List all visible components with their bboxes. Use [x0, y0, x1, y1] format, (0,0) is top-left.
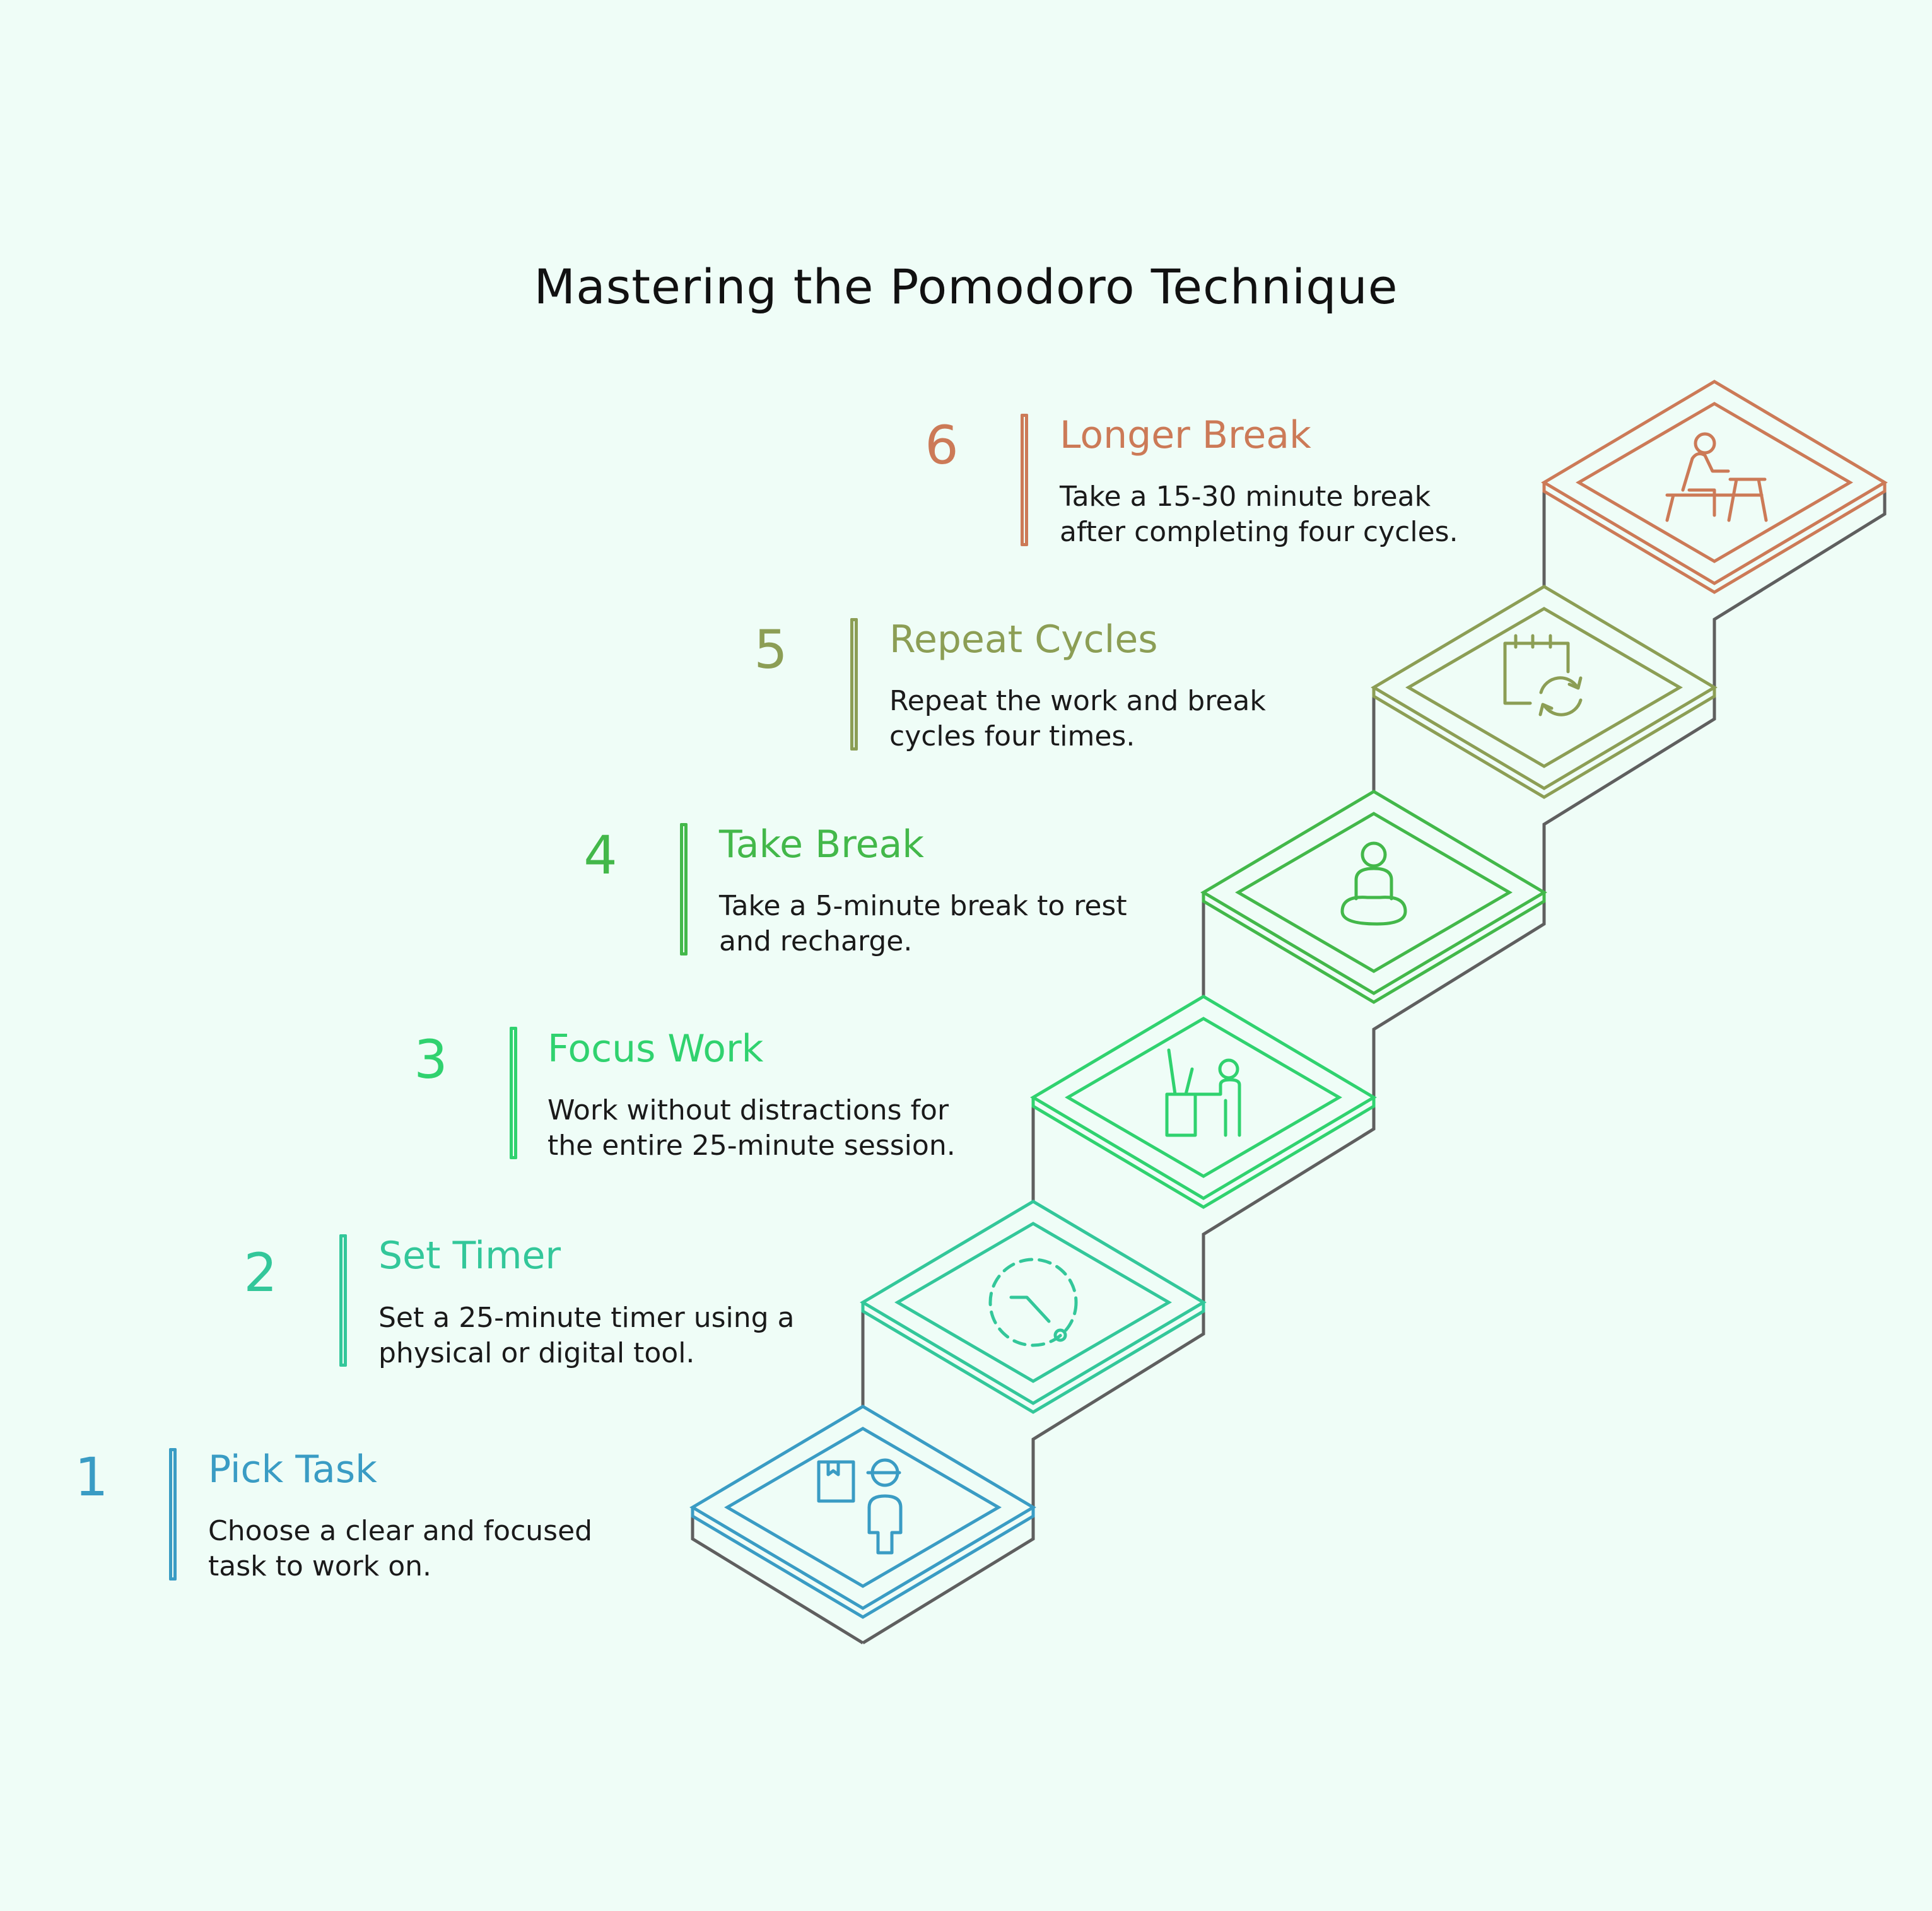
step-6-block	[1541, 380, 1888, 594]
step-edge	[1202, 892, 1546, 1004]
step-accent-bar	[1021, 414, 1028, 546]
step-description-line: cycles four times.	[889, 720, 1135, 752]
person-at-desk-icon	[1165, 1048, 1241, 1137]
step-accent-bar	[339, 1234, 347, 1367]
step-edge	[861, 1302, 1205, 1414]
step-edge	[1372, 687, 1716, 799]
step-description-line: the entire 25-minute session.	[547, 1130, 956, 1162]
stair-base-left	[691, 1507, 864, 1645]
step-inner-face	[1065, 1017, 1342, 1178]
step-number: 5	[754, 619, 788, 681]
step-accent-bar	[169, 1448, 177, 1581]
calendar-repeat-icon	[1503, 634, 1583, 716]
person-with-box-icon	[817, 1458, 903, 1555]
step-number: 1	[74, 1446, 108, 1508]
step-inner-face	[1235, 812, 1513, 973]
step-number: 6	[925, 414, 959, 476]
meditating-person-icon	[1340, 841, 1407, 926]
step-top-face	[1030, 995, 1377, 1200]
step-5-block	[1371, 585, 1718, 799]
step-description-line: task to work on.	[208, 1550, 432, 1582]
step-description-line: Choose a clear and focused	[208, 1515, 593, 1547]
step-top-face	[1541, 380, 1888, 585]
step-title: Longer Break	[1060, 413, 1311, 457]
step-description-line: Set a 25-minute timer using a	[378, 1302, 795, 1334]
step-title: Set Timer	[378, 1234, 561, 1278]
step-title: Pick Task	[208, 1447, 377, 1492]
step-inner-face	[894, 1222, 1172, 1383]
step-edge	[1542, 482, 1887, 594]
step-accent-bar	[510, 1027, 517, 1159]
step-number: 2	[243, 1242, 278, 1304]
step-top-face	[1200, 790, 1547, 995]
step-3-block	[1030, 995, 1377, 1209]
stair-right-silhouette	[862, 482, 1887, 1645]
step-description-line: Take a 15-30 minute break	[1060, 481, 1431, 513]
step-title: Focus Work	[547, 1027, 764, 1071]
step-edge	[691, 1507, 1035, 1619]
step-top-face	[689, 1405, 1036, 1610]
step-title: Repeat Cycles	[889, 617, 1158, 662]
step-inner-face	[724, 1427, 1002, 1588]
step-accent-bar	[850, 618, 858, 751]
step-2-block	[860, 1200, 1207, 1414]
page-title: Mastering the Pomodoro Technique	[534, 259, 1398, 315]
step-edge	[1031, 1097, 1376, 1209]
step-description-line: Repeat the work and break	[889, 685, 1266, 717]
step-top-face	[860, 1200, 1207, 1405]
step-4-block	[1200, 790, 1547, 1004]
step-description: Work without distractions for the entire …	[547, 1093, 956, 1164]
step-description-line: Work without distractions for	[547, 1094, 949, 1126]
person-resting-at-table-icon	[1665, 432, 1768, 522]
step-description-line: after completing four cycles.	[1060, 516, 1458, 548]
step-accent-bar	[680, 823, 688, 956]
step-1-block	[689, 1405, 1036, 1619]
step-inner-face	[1576, 402, 1853, 563]
step-description-line: Take a 5-minute break to rest	[719, 890, 1127, 922]
step-inner-face	[1405, 607, 1683, 768]
step-description-line: and recharge.	[719, 925, 913, 957]
step-number: 3	[414, 1029, 448, 1090]
step-number: 4	[583, 824, 618, 886]
timer-icon	[988, 1258, 1078, 1347]
step-description-line: physical or digital tool.	[378, 1337, 695, 1369]
step-title: Take Break	[719, 822, 925, 867]
step-top-face	[1371, 585, 1718, 790]
